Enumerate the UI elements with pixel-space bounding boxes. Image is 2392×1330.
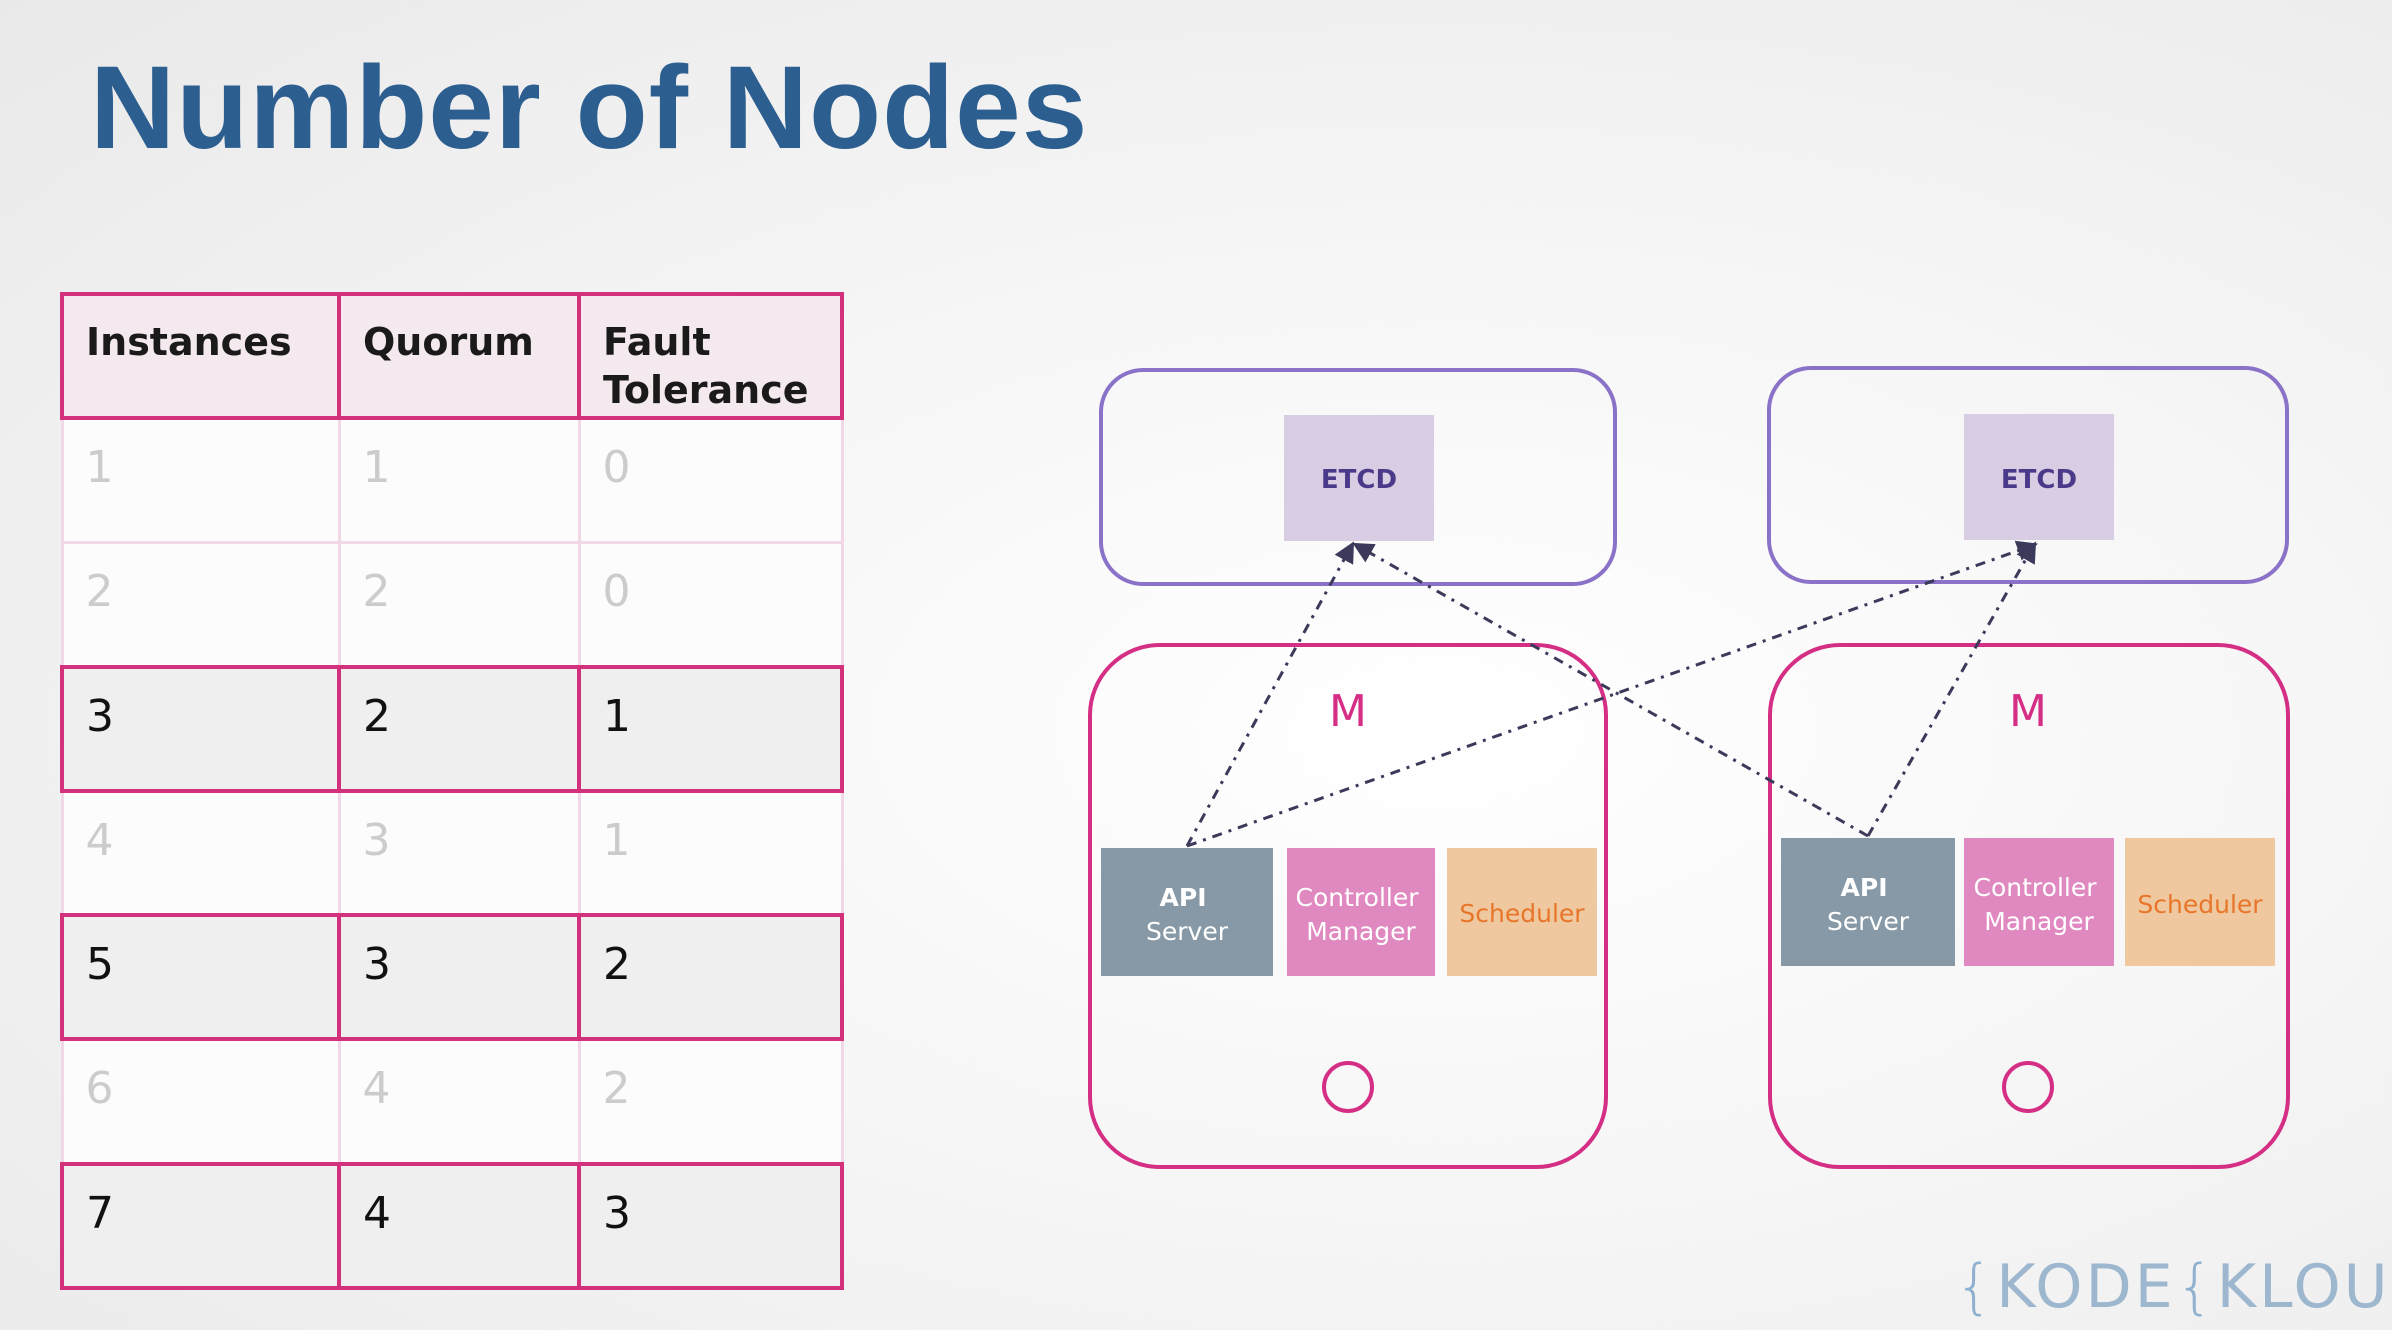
etcd-label-left: ETCD bbox=[1321, 465, 1397, 495]
arrow-right-api-to-left-etcd bbox=[1352, 542, 1869, 838]
master-label-left: M bbox=[1329, 686, 1367, 737]
header-fault-tolerance: Fault Tolerance bbox=[577, 292, 844, 420]
table-row: 4 3 1 bbox=[60, 789, 844, 917]
table-row: 6 4 2 bbox=[60, 1037, 844, 1166]
cell-instances: 2 bbox=[60, 540, 341, 669]
header-instances: Instances bbox=[60, 292, 341, 420]
table-row: 7 4 3 bbox=[60, 1161, 844, 1291]
cell-fault-tolerance: 1 bbox=[577, 789, 844, 917]
scheduler-label-left: Scheduler bbox=[1459, 899, 1585, 928]
api-server-block-left bbox=[1101, 848, 1273, 976]
etcd-label-right: ETCD bbox=[2001, 465, 2077, 495]
master-label-right: M bbox=[2009, 686, 2047, 737]
table-row: 1 1 0 bbox=[60, 416, 844, 544]
controller-manager-label-right: Controller Manager bbox=[1974, 873, 2105, 936]
etcd-node-box-right bbox=[1767, 366, 2289, 584]
header-quorum: Quorum bbox=[337, 292, 581, 420]
node-circle-icon-left bbox=[1322, 1061, 1374, 1113]
quorum-table: Instances Quorum Fault Tolerance 1 1 0 2… bbox=[60, 292, 844, 1291]
cell-instances: 7 bbox=[60, 1161, 341, 1291]
master-node-box-right bbox=[1768, 643, 2290, 1169]
node-circle-icon-right bbox=[2002, 1061, 2054, 1113]
cell-instances: 4 bbox=[60, 789, 341, 917]
controller-manager-block-right bbox=[1964, 838, 2114, 966]
scheduler-block-right bbox=[2125, 838, 2275, 966]
arrow-left-api-to-left-etcd bbox=[1185, 541, 1355, 847]
etcd-node-box-left bbox=[1099, 368, 1617, 586]
etcd-block-left bbox=[1284, 415, 1434, 541]
api-server-label-right: API Server bbox=[1827, 873, 1910, 936]
table-row: 5 3 2 bbox=[60, 913, 844, 1042]
api-server-label-left: API Server bbox=[1146, 883, 1229, 946]
cell-quorum: 4 bbox=[337, 1037, 581, 1166]
table-row: 2 2 0 bbox=[60, 540, 844, 669]
cell-instances: 5 bbox=[60, 913, 341, 1042]
scheduler-block-left bbox=[1447, 848, 1597, 976]
table-header-row: Instances Quorum Fault Tolerance bbox=[60, 292, 844, 420]
etcd-block-right bbox=[1964, 414, 2114, 540]
cell-fault-tolerance: 2 bbox=[577, 1037, 844, 1166]
cell-fault-tolerance: 0 bbox=[577, 540, 844, 669]
controller-manager-label-left: Controller Manager bbox=[1296, 883, 1427, 946]
cell-quorum: 3 bbox=[337, 913, 581, 1042]
cell-quorum: 2 bbox=[337, 540, 581, 669]
master-node-box-left bbox=[1088, 643, 1608, 1169]
arrow-left-api-to-right-etcd bbox=[1186, 540, 2038, 848]
cell-quorum: 3 bbox=[337, 789, 581, 917]
kodekloud-logo: {KODE{KLOUD bbox=[1955, 1252, 2392, 1322]
table-row: 3 2 1 bbox=[60, 664, 844, 793]
cell-quorum: 4 bbox=[337, 1161, 581, 1291]
cell-fault-tolerance: 2 bbox=[577, 913, 844, 1042]
cell-quorum: 1 bbox=[337, 416, 581, 544]
cell-instances: 1 bbox=[60, 416, 341, 544]
cell-fault-tolerance: 1 bbox=[577, 664, 844, 793]
controller-manager-block-left bbox=[1287, 848, 1435, 976]
scheduler-label-right: Scheduler bbox=[2137, 890, 2263, 919]
cell-instances: 6 bbox=[60, 1037, 341, 1166]
cell-instances: 3 bbox=[60, 664, 341, 793]
cell-fault-tolerance: 0 bbox=[577, 416, 844, 544]
cell-fault-tolerance: 3 bbox=[577, 1161, 844, 1291]
page-title: Number of Nodes bbox=[90, 42, 1089, 174]
cell-quorum: 2 bbox=[337, 664, 581, 793]
arrow-right-api-to-right-etcd bbox=[1866, 541, 2037, 837]
api-server-block-right bbox=[1781, 838, 1955, 966]
